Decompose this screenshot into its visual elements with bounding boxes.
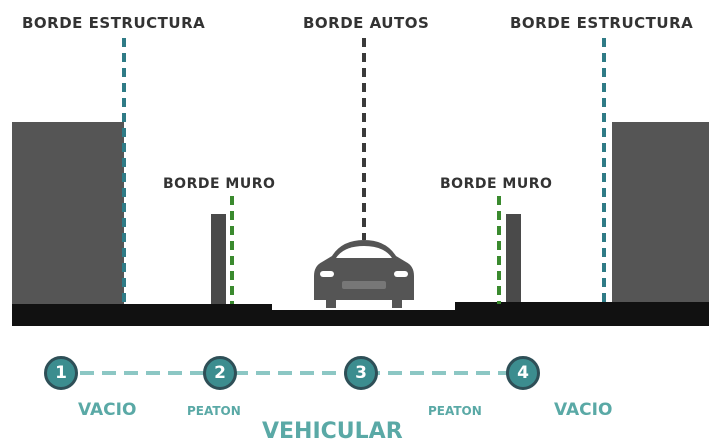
- right-building: [612, 122, 709, 308]
- zone-label-vacio-left: VACIO: [78, 400, 137, 420]
- ground: [12, 302, 709, 326]
- right-wall: [506, 214, 521, 308]
- label-borde-estructura-right: BORDE ESTRUCTURA: [510, 14, 694, 32]
- label-borde-muro-left: BORDE MURO: [163, 176, 276, 192]
- label-borde-muro-right: BORDE MURO: [440, 176, 553, 192]
- left-wall: [211, 214, 226, 308]
- zone-label-peaton-right: PEATON: [428, 404, 482, 418]
- label-borde-estructura-left: BORDE ESTRUCTURA: [22, 14, 206, 32]
- car-icon: [314, 240, 414, 308]
- label-borde-autos: BORDE AUTOS: [303, 14, 430, 32]
- zone-node-2: 2: [203, 356, 237, 390]
- zone-label-vehicular: VEHICULAR: [262, 419, 403, 444]
- zone-node-4: 4: [506, 356, 540, 390]
- zone-node-1: 1: [44, 356, 78, 390]
- zone-label-peaton-left: PEATON: [187, 404, 241, 418]
- zone-node-3: 3: [344, 356, 378, 390]
- left-building: [12, 122, 124, 308]
- zone-label-vacio-right: VACIO: [554, 400, 613, 420]
